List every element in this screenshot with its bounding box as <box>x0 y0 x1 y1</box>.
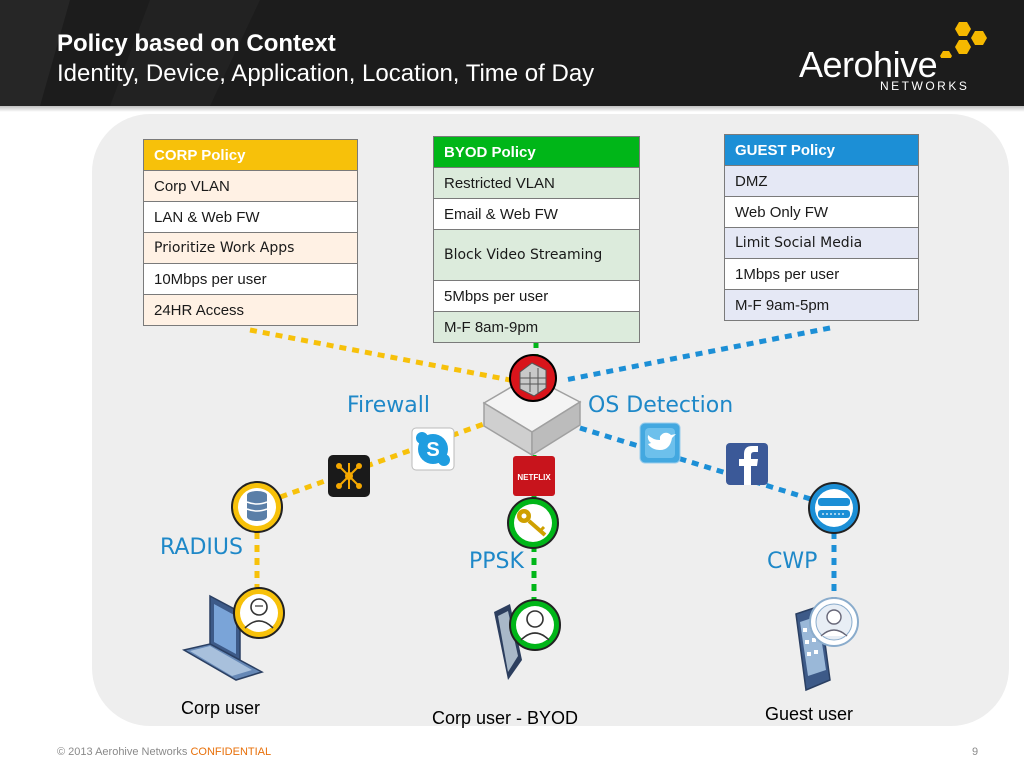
firewall-icon <box>509 354 557 402</box>
logo-wordmark: Aerohive <box>799 44 938 85</box>
firewall-label: Firewall <box>347 393 430 418</box>
guest-policy-row: Web Only FW <box>724 196 919 228</box>
cwp-link <box>579 425 831 508</box>
corp-policy-row: Corp VLAN <box>143 170 358 202</box>
guest-user-label: Guest user <box>765 704 854 724</box>
ppsk-key-icon <box>507 497 559 549</box>
cwp-label: CWP <box>767 549 818 574</box>
byod-user-label: Corp user - BYOD <box>432 708 579 728</box>
honeycomb-icon <box>940 22 987 58</box>
corp-user-label: Corp user <box>181 698 261 718</box>
byod-tablet-icon <box>494 604 522 680</box>
page-subtitle: Identity, Device, Application, Location,… <box>57 60 595 87</box>
byod-policy-row: Block Video Streaming <box>433 229 640 281</box>
aerohive-logo: Aerohive NETWORKS <box>795 18 995 98</box>
byod-policy-title: BYOD Policy <box>433 136 640 168</box>
radius-link <box>257 417 496 508</box>
header-bar: Policy based on Context Identity, Device… <box>0 0 1024 106</box>
svg-text:NETFLIX: NETFLIX <box>517 473 551 482</box>
ppsk-label: PPSK <box>469 549 524 574</box>
corp-policy-link <box>249 327 511 383</box>
os-detection-label: OS Detection <box>588 393 734 418</box>
corp-policy-row: 10Mbps per user <box>143 263 358 295</box>
facebook-icon <box>726 443 768 485</box>
cwp-portal-icon <box>808 482 860 534</box>
guest-policy-row: Limit Social Media <box>724 227 919 259</box>
byod-policy-row: 5Mbps per user <box>433 280 640 312</box>
corp-laptop-icon <box>181 594 264 681</box>
corp-policy-row: LAN & Web FW <box>143 201 358 233</box>
byod-policy-row: Email & Web FW <box>433 198 640 230</box>
guest-policy-row: DMZ <box>724 165 919 197</box>
skype-icon: S <box>411 427 455 471</box>
corp-policy-row: Prioritize Work Apps <box>143 232 358 264</box>
confidential-text: CONFIDENTIAL <box>190 746 272 758</box>
byod-policy-row: Restricted VLAN <box>433 167 640 199</box>
copyright-text: © 2013 Aerohive Networks <box>57 746 191 758</box>
corp-policy-row: 24HR Access <box>143 294 358 326</box>
guest-user-avatar <box>809 597 859 647</box>
footer-copyright: © 2013 Aerohive Networks CONFIDENTIAL <box>57 746 271 758</box>
guest-policy-row: M-F 9am-5pm <box>724 289 919 321</box>
twitter-icon <box>639 422 681 464</box>
netflix-icon: NETFLIX <box>513 456 555 496</box>
byod-policy-table: BYOD Policy Restricted VLAN Email & Web … <box>433 136 640 343</box>
corp-policy-title: CORP Policy <box>143 139 358 171</box>
guest-policy-link <box>564 325 831 383</box>
byod-policy-row: M-F 8am-9pm <box>433 311 640 343</box>
page-title: Policy based on Context <box>57 30 336 57</box>
guest-policy-title: GUEST Policy <box>724 134 919 166</box>
app-hub-icon <box>328 455 370 497</box>
corp-user-avatar <box>233 587 285 639</box>
guest-policy-table: GUEST Policy DMZ Web Only FW Limit Socia… <box>724 134 919 321</box>
radius-label: RADIUS <box>160 535 243 560</box>
radius-server-icon <box>231 481 283 533</box>
guest-policy-row: 1Mbps per user <box>724 258 919 290</box>
byod-user-avatar <box>509 599 561 651</box>
header-shadow <box>0 106 1024 112</box>
header-texture <box>0 0 260 106</box>
corp-policy-table: CORP Policy Corp VLAN LAN & Web FW Prior… <box>143 139 358 326</box>
svg-text:S: S <box>426 439 439 461</box>
page-number: 9 <box>972 746 979 758</box>
logo-subtext: NETWORKS <box>880 79 970 93</box>
